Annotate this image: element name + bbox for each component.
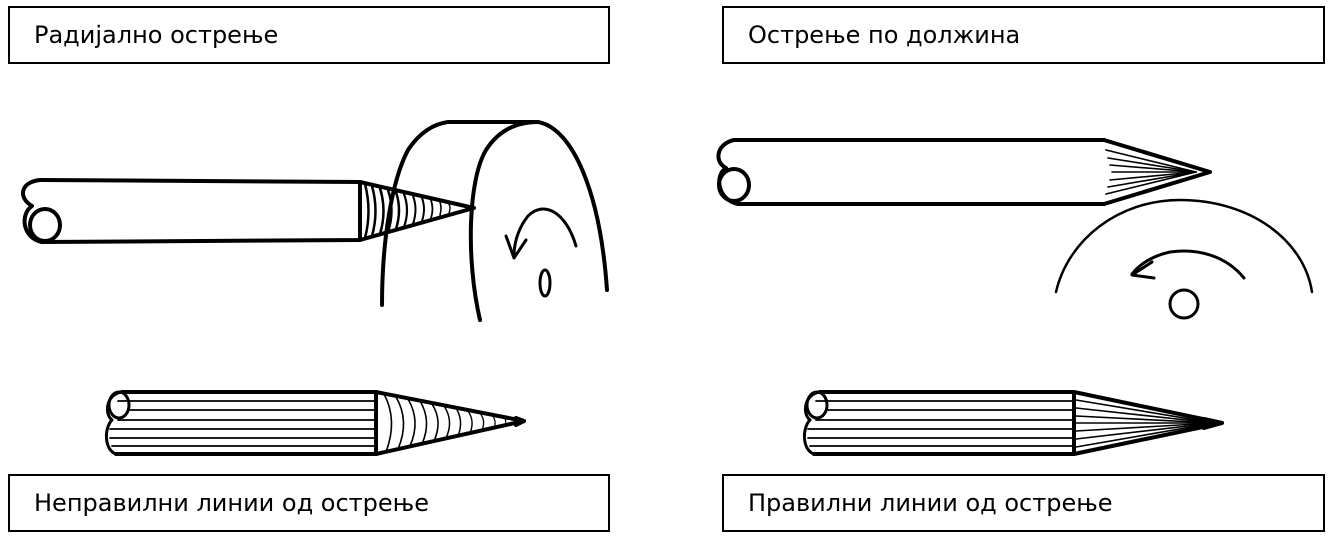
incorrect-lines-label: Неправилни линии од острење <box>8 474 610 532</box>
radial-electrode <box>21 178 476 244</box>
incorrect-lines-text: Неправилни линии од острење <box>34 489 429 517</box>
lengthwise-sharpening-label: Острење по должина <box>722 6 1325 64</box>
correct-lines-text: Правилни линии од острење <box>748 489 1113 517</box>
grinding-wheel-side <box>1054 198 1314 320</box>
lengthwise-electrode <box>716 138 1212 206</box>
lengthwise-sharpening-text: Острење по должина <box>748 21 1021 49</box>
radial-sharpening-text: Радијално острење <box>34 21 279 49</box>
correct-lines-label: Правилни линии од острење <box>722 474 1325 532</box>
grinding-wheel-front <box>380 120 609 322</box>
correct-electrode <box>803 390 1224 456</box>
radial-sharpening-label: Радијално острење <box>8 6 610 64</box>
incorrect-electrode <box>105 390 526 456</box>
